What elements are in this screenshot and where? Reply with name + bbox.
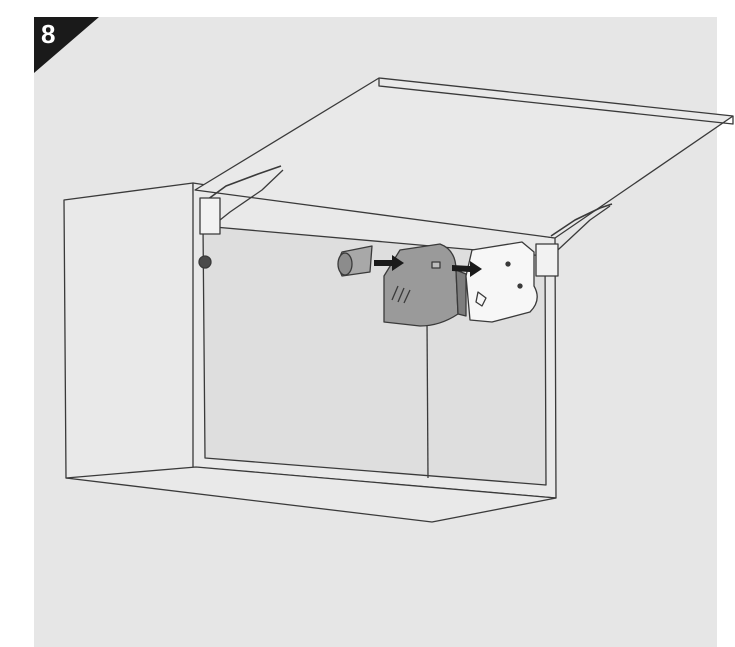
mechanism-hole <box>475 291 487 307</box>
lift-cover-side <box>455 269 467 317</box>
cover-rib-1 <box>391 285 399 301</box>
hinge-plate-left <box>199 197 221 235</box>
door-top-edge <box>378 78 734 125</box>
arrow-cover-to-mechanism <box>452 261 482 277</box>
cabinet-side-panel <box>63 182 197 483</box>
mechanism-screw-1 <box>505 261 511 267</box>
end-cap-face <box>337 252 353 276</box>
lift-up-door <box>194 77 734 239</box>
cover-button <box>431 261 441 269</box>
cabinet-bottom-panel <box>65 466 557 523</box>
hinge-arm-left <box>199 165 282 206</box>
lift-mechanism <box>465 241 538 323</box>
hinge-arm-right <box>550 203 613 237</box>
hinge-hub-left <box>198 255 212 269</box>
cover-rib-3 <box>403 289 411 304</box>
step-badge-shape <box>34 17 99 73</box>
step-badge: 8 <box>34 17 99 73</box>
step-number: 8 <box>41 19 56 49</box>
cover-rib-2 <box>397 287 405 303</box>
arrow-cap-to-cover <box>374 255 404 271</box>
interior-divider <box>426 319 429 479</box>
hinge-plate-right <box>535 243 559 277</box>
mechanism-screw-2 <box>517 283 523 289</box>
